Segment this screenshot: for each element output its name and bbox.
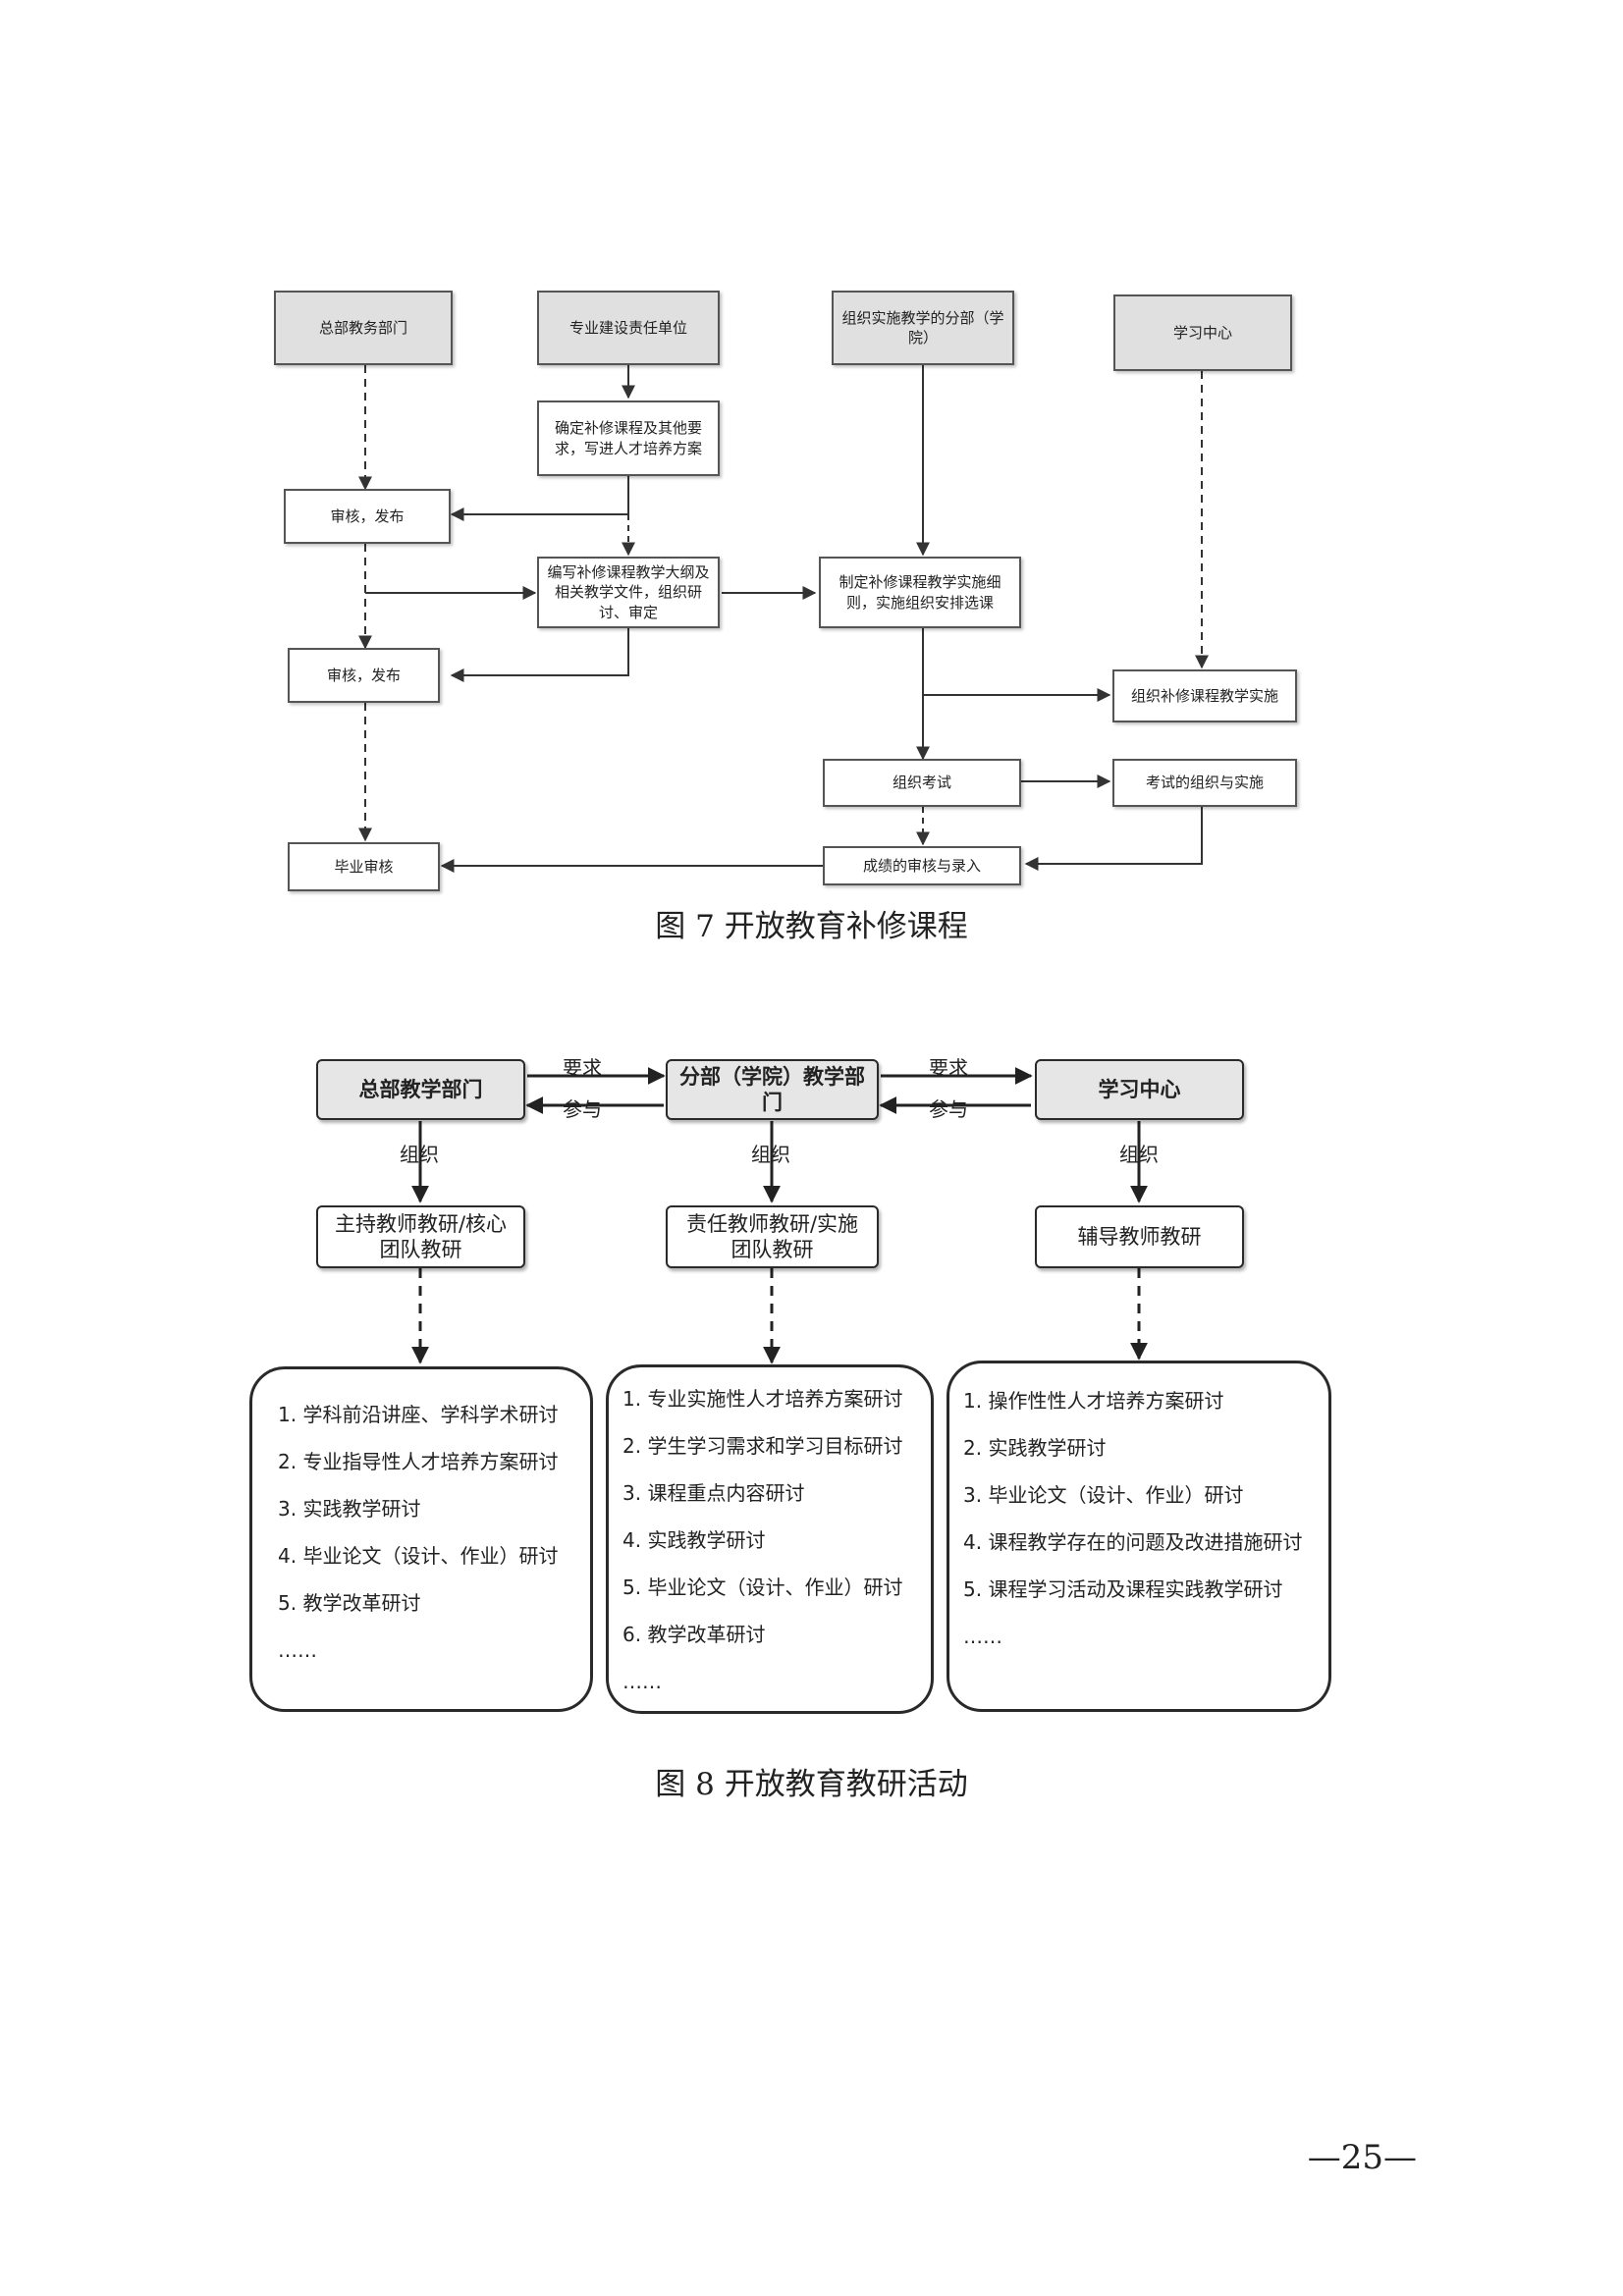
node-exam-impl: 考试的组织与实施 [1112,759,1297,807]
list-item: …… [278,1638,317,1662]
list-item: 5. 教学改革研讨 [278,1591,421,1615]
fig8-center-research: 辅导教师教研 [1035,1205,1244,1268]
fig8-hq-list: 1. 学科前沿讲座、学科学术研讨 2. 专业指导性人才培养方案研讨 3. 实践教… [249,1366,593,1712]
fig8-center-list: 1. 操作性性人才培养方案研讨 2. 实践教学研讨 3. 毕业论文（设计、作业）… [947,1361,1331,1712]
fig8-hq-dept: 总部教学部门 [316,1059,525,1120]
node-make-rules: 制定补修课程教学实施细则，实施组织安排选课 [819,557,1021,628]
list-item: 5. 毕业论文（设计、作业）研讨 [622,1575,903,1599]
list-item: 2. 学生学习需求和学习目标研讨 [622,1434,903,1458]
list-item: 4. 课程教学存在的问题及改进措施研讨 [963,1530,1303,1554]
label-require-2: 要求 [929,1056,968,1080]
node-grad-review: 毕业审核 [288,842,440,891]
node-learning-center: 学习中心 [1113,294,1292,371]
list-item: 1. 学科前沿讲座、学科学术研讨 [278,1403,559,1426]
page-number: —25— [1307,2138,1417,2177]
node-major-unit: 专业建设责任单位 [537,291,720,365]
list-item: 5. 课程学习活动及课程实践教学研讨 [963,1577,1283,1601]
node-review-2: 审核，发布 [288,648,440,703]
fig8-branch-dept: 分部（学院）教学部门 [666,1059,879,1120]
node-organize-exam: 组织考试 [823,759,1021,807]
node-hq-academic: 总部教务部门 [274,291,453,365]
list-item: …… [622,1670,662,1693]
list-item: …… [963,1625,1002,1648]
list-item: 3. 课程重点内容研讨 [622,1481,805,1505]
label-organize-3: 组织 [1119,1143,1159,1166]
list-item: 4. 毕业论文（设计、作业）研讨 [278,1544,559,1568]
list-item: 2. 实践教学研讨 [963,1436,1107,1460]
list-item: 4. 实践教学研讨 [622,1528,766,1552]
list-item: 1. 操作性性人才培养方案研讨 [963,1389,1224,1413]
label-participate-2: 参与 [929,1097,968,1121]
node-grade-review: 成绩的审核与录入 [823,846,1021,885]
fig8-branch-research: 责任教师教研/实施团队教研 [666,1205,879,1268]
list-item: 6. 教学改革研讨 [622,1623,766,1646]
label-organize-2: 组织 [751,1143,790,1166]
list-item: 3. 毕业论文（设计、作业）研讨 [963,1483,1244,1507]
list-item: 1. 专业实施性人才培养方案研讨 [622,1387,903,1411]
node-review-1: 审核，发布 [284,489,451,544]
figure8-caption: 图 8 开放教育教研活动 [655,1767,968,1802]
node-organize-teaching: 组织补修课程教学实施 [1112,669,1297,722]
fig8-learning-center: 学习中心 [1035,1059,1244,1120]
node-confirm-courses: 确定补修课程及其他要求，写进人才培养方案 [537,400,720,476]
label-participate-1: 参与 [563,1097,602,1121]
node-write-syllabus: 编写补修课程教学大纲及相关教学文件，组织研讨、审定 [537,557,720,628]
fig8-hq-research: 主持教师教研/核心团队教研 [316,1205,525,1268]
list-item: 2. 专业指导性人才培养方案研讨 [278,1450,559,1473]
node-branch-org: 组织实施教学的分部（学院） [832,291,1014,365]
figure7-caption: 图 7 开放教育补修课程 [655,909,968,944]
label-organize-1: 组织 [400,1143,439,1166]
label-require-1: 要求 [563,1056,602,1080]
list-item: 3. 实践教学研讨 [278,1497,421,1521]
fig8-branch-list: 1. 专业实施性人才培养方案研讨 2. 学生学习需求和学习目标研讨 3. 课程重… [606,1364,934,1714]
